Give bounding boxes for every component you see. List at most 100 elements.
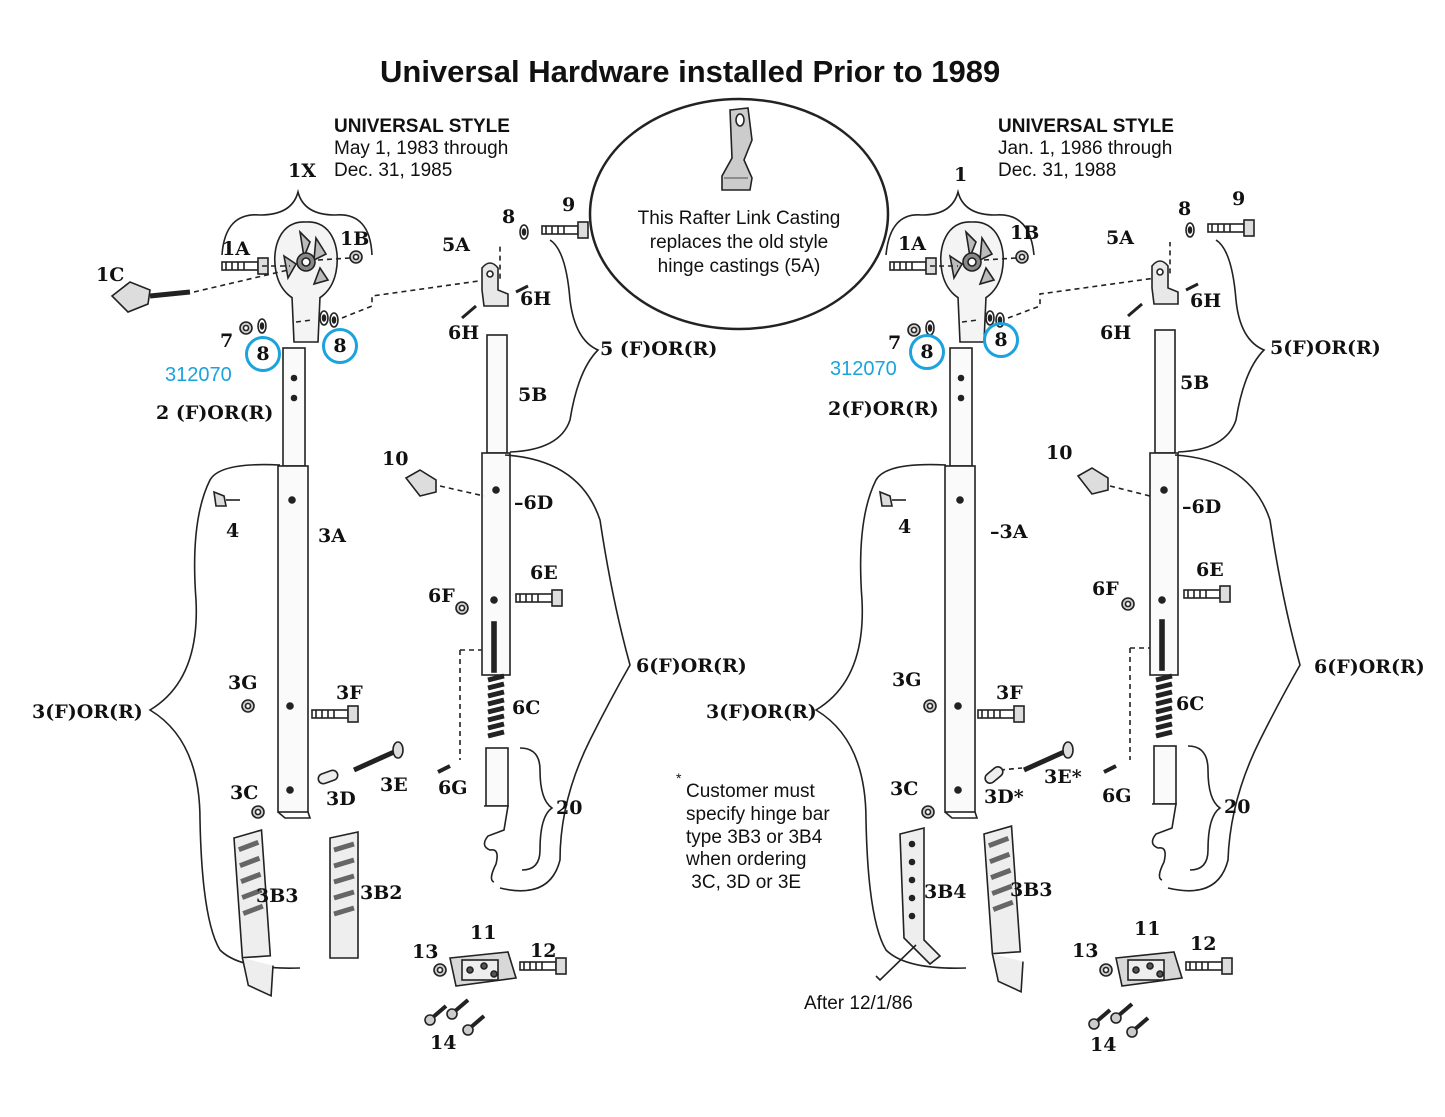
label-12: 12 [530, 940, 557, 962]
r-label-3: 3(F)OR(R) [706, 701, 817, 723]
label-6F: 6F [428, 585, 455, 607]
r-label-13: 13 [1072, 940, 1099, 962]
note-asterisk: * [676, 770, 682, 786]
r-label-3B4: 3B4 [924, 881, 967, 903]
label-6H-b: 6H [448, 322, 480, 344]
r-label-1A: 1A [898, 233, 926, 255]
callout-line2: replaces the old style [649, 231, 829, 253]
r-label-1B: 1B [1010, 222, 1040, 244]
left-heading-line2: Dec. 31, 1985 [334, 159, 453, 181]
r-label-3B3: 3B3 [1010, 879, 1053, 901]
label-6G: 6G [438, 777, 468, 799]
right-heading-line2: Dec. 31, 1988 [998, 159, 1117, 181]
r-label-6D: –6D [1182, 496, 1222, 518]
label-1A: 1A [222, 238, 250, 260]
label-5: 5 (F)OR(R) [600, 338, 718, 360]
callout-ellipse [588, 97, 890, 331]
r-label-5B: 5B [1180, 372, 1210, 394]
label-1C: 1C [96, 264, 125, 286]
note-line4: when ordering [686, 849, 807, 871]
label-20: 20 [556, 797, 583, 819]
r-label-6H-b: 6H [1100, 322, 1132, 344]
label-3E: 3E [380, 774, 408, 796]
left-heading-line1: May 1, 1983 through [334, 137, 509, 159]
label-3D: 3D [326, 788, 356, 810]
page-title: Universal Hardware installed Prior to 19… [380, 54, 1001, 89]
r-label-1: 1 [954, 164, 968, 186]
left-assembly [110, 188, 631, 1037]
r-label-6G: 6G [1102, 785, 1132, 807]
r-label-10: 10 [1046, 442, 1073, 464]
r-label-3F: 3F [996, 682, 1023, 704]
r-label-14: 14 [1090, 1034, 1117, 1056]
r-label-8c: 8 [1178, 198, 1192, 220]
label-11: 11 [470, 922, 497, 944]
note-line5: 3C, 3D or 3E [691, 872, 802, 894]
label-6D-text: 6D [523, 492, 554, 514]
r-label-6C: 6C [1176, 693, 1205, 715]
r-label-3D: 3D* [984, 786, 1024, 808]
label-6H-a: 6H [520, 288, 552, 310]
label-9: 9 [562, 194, 576, 216]
callout-line3: hinge castings (5A) [657, 255, 821, 277]
label-10: 10 [382, 448, 409, 470]
r-label-6E: 6E [1196, 559, 1224, 581]
r-label-4: 4 [898, 516, 912, 538]
rafter-link-casting-icon [721, 107, 753, 191]
right-heading: UNIVERSAL STYLE Jan. 1, 1986 through Dec… [998, 116, 1174, 182]
label-4: 4 [226, 520, 240, 542]
r-label-5A: 5A [1106, 227, 1134, 249]
right-part-number: 312070 [830, 358, 897, 380]
r-label-6H-a: 6H [1190, 290, 1222, 312]
label-14: 14 [430, 1032, 457, 1054]
left-callout-circle-8a: 8 [245, 336, 281, 372]
note-line3: type 3B3 or 3B4 [686, 826, 823, 848]
right-callout-circle-8b: 8 [983, 322, 1019, 358]
label-3F: 3F [336, 682, 363, 704]
label-6: 6(F)OR(R) [636, 655, 747, 677]
label-5A: 5A [442, 234, 470, 256]
r-label-12: 12 [1190, 933, 1217, 955]
note-line2: specify hinge bar [686, 803, 830, 825]
label-3: 3(F)OR(R) [32, 701, 143, 723]
r-label-3A: –3A [990, 521, 1028, 543]
r-label-3G: 3G [892, 669, 922, 691]
left-callout-circle-8b: 8 [322, 328, 358, 364]
r-label-6: 6(F)OR(R) [1314, 656, 1425, 678]
left-part-number: 312070 [165, 364, 232, 386]
label-3G: 3G [228, 672, 258, 694]
right-assembly [814, 188, 1301, 1039]
r-label-3A-text: 3A [999, 521, 1028, 543]
r-label-5: 5(F)OR(R) [1270, 337, 1381, 359]
label-3A: 3A [318, 525, 346, 547]
right-heading-style: UNIVERSAL STYLE [998, 116, 1174, 137]
r-label-9: 9 [1232, 188, 1246, 210]
after-date-note: After 12/1/86 [804, 993, 913, 1014]
label-7: 7 [220, 330, 234, 352]
right-callout-circle-8a: 8 [909, 334, 945, 370]
label-13: 13 [412, 941, 439, 963]
r-label-6F: 6F [1092, 578, 1119, 600]
label-8c: 8 [502, 206, 516, 228]
right-heading-line1: Jan. 1, 1986 through [998, 137, 1173, 159]
left-heading: UNIVERSAL STYLE May 1, 1983 through Dec.… [334, 116, 510, 182]
r-label-3C: 3C [890, 778, 919, 800]
r-label-11: 11 [1134, 918, 1161, 940]
r-label-6D-text: 6D [1191, 496, 1222, 518]
r-label-3E: 3E* [1044, 766, 1082, 788]
r-label-7: 7 [888, 332, 902, 354]
label-3C: 3C [230, 782, 259, 804]
label-1X: 1X [288, 160, 316, 182]
label-6E: 6E [530, 562, 558, 584]
r-label-2: 2(F)OR(R) [828, 398, 939, 420]
callout-line1: This Rafter Link Casting [637, 208, 841, 229]
r-label-20: 20 [1224, 796, 1251, 818]
note-line1: Customer must [686, 781, 815, 802]
label-6C: 6C [512, 697, 541, 719]
label-2: 2 (F)OR(R) [156, 402, 274, 424]
label-1B: 1B [340, 228, 370, 250]
ordering-note: Customer must specify hinge bar type 3B3… [686, 781, 830, 895]
label-6D: –6D [514, 492, 554, 514]
